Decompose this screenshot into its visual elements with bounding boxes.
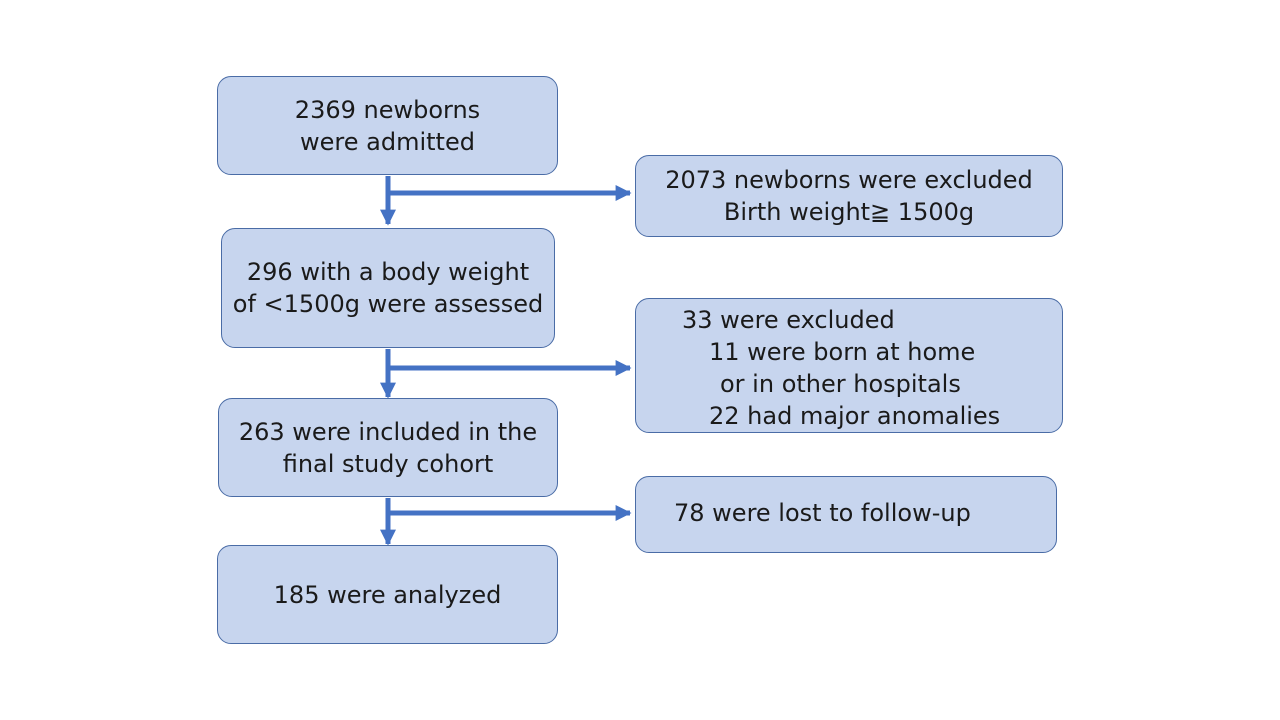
assessed-line-2: of <1500g were assessed xyxy=(232,290,544,318)
included-box: 263 were included in the final study coh… xyxy=(218,398,558,497)
admitted-line-1: 2369 newborns xyxy=(294,95,481,124)
excluded-other-box: 33 were excluded 11 were born at home or… xyxy=(635,298,1063,433)
admitted-box: 2369 newborns were admitted xyxy=(217,76,558,175)
included-line-1: 263 were included in the xyxy=(238,417,538,446)
assessed-line-1: 296 with a body weight xyxy=(246,258,530,286)
lost-line-1: 78 were lost to follow-up xyxy=(674,499,971,527)
admitted-line-2: were admitted xyxy=(300,127,475,156)
excluded-weight-line-2: Birth weight≧ 1500g xyxy=(723,198,975,226)
excluded-other-line-3: or in other hospitals xyxy=(720,370,961,398)
excluded-other-line-2: 11 were born at home xyxy=(709,338,976,366)
analyzed-box: 185 were analyzed xyxy=(217,545,558,644)
assessed-box: 296 with a body weight of <1500g were as… xyxy=(221,228,555,348)
included-line-2: final study cohort xyxy=(282,449,494,478)
excluded-weight-box: 2073 newborns were excluded Birth weight… xyxy=(635,155,1063,237)
excluded-other-line-4: 22 had major anomalies xyxy=(709,402,1001,430)
analyzed-line-1: 185 were analyzed xyxy=(273,580,502,609)
excluded-weight-line-1: 2073 newborns were excluded xyxy=(665,166,1033,194)
excluded-other-line-1: 33 were excluded xyxy=(682,306,895,334)
lost-box: 78 were lost to follow-up xyxy=(635,476,1057,553)
